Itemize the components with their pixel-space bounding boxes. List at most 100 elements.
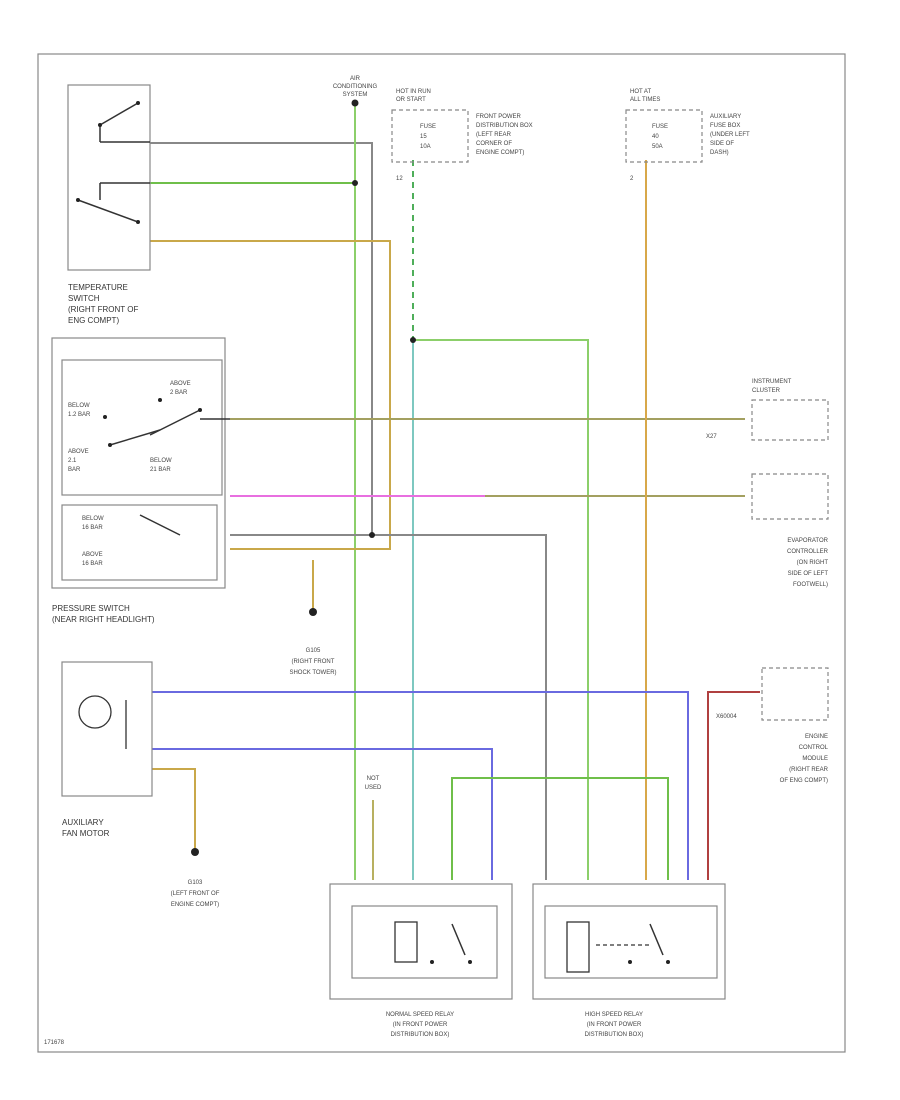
ground-g103-symbol: [191, 848, 199, 856]
g103-loc-2: ENGINE COMPT): [171, 902, 219, 908]
aux-fan-2: FAN MOTOR: [62, 829, 110, 838]
fuse-right-3: 50A: [652, 144, 663, 150]
footer-code: 171678: [44, 1040, 65, 1046]
above-bar-1: ABOVE: [170, 381, 191, 387]
temperature-switch: [67, 84, 151, 271]
hot-at-all-times-2: ALL TIMES: [630, 97, 660, 103]
fuse-left-loc-2: DISTRIBUTION BOX: [476, 123, 533, 129]
wire-green-relay-link: [451, 777, 669, 880]
normal-relay-inner: [351, 905, 498, 979]
fuse-left-2: 15: [420, 134, 427, 140]
temp-switch-label-2: SWITCH: [68, 294, 100, 303]
pressure-switch: [51, 337, 230, 589]
above-bar-2: 2 BAR: [170, 390, 188, 396]
fuse-right-loc-1: AUXILIARY: [710, 114, 741, 120]
ac-system-label-1: AIR: [350, 76, 361, 82]
instrument-cluster-2: CLUSTER: [752, 388, 781, 394]
high-relay-outer: [532, 883, 726, 1000]
ecm-1: ENGINE: [805, 734, 828, 740]
below-16-2: 16 BAR: [82, 525, 103, 531]
ground-g105-symbol: [309, 608, 317, 616]
below-12-2: 1.2 BAR: [68, 412, 91, 418]
high-relay-2: (IN FRONT POWER: [587, 1022, 642, 1028]
fuse-right-1: FUSE: [652, 124, 668, 130]
splice-dashed: [410, 337, 416, 343]
splices: [191, 99, 416, 856]
instrument-cluster-pin: X27: [706, 434, 717, 440]
aux-fan-motor-box: [61, 661, 153, 797]
wire-yellow-temp: [150, 240, 391, 550]
ac-system-label-2: CONDITIONING: [333, 84, 378, 90]
pin-2: 2: [630, 176, 634, 182]
pressure-switch-label-1: PRESSURE SWITCH: [52, 604, 130, 613]
wire-blue-bottom: [152, 748, 493, 880]
pressure-switch-lower: [61, 504, 218, 581]
wire-green-branch: [413, 339, 589, 880]
hot-at-all-times-1: HOT AT: [630, 89, 651, 95]
temp-switch-label-4: ENG COMPT): [68, 316, 119, 325]
high-relay-3: DISTRIBUTION BOX): [585, 1032, 644, 1038]
temp-switch-label-1: TEMPERATURE: [68, 283, 128, 292]
splice-ac: [351, 99, 359, 107]
aux-fan-1: AUXILIARY: [62, 818, 104, 827]
hot-in-run-1: HOT IN RUN: [396, 89, 431, 95]
high-speed-relay: [532, 883, 726, 1000]
above-16-2: 16 BAR: [82, 561, 103, 567]
normal-speed-relay: [329, 883, 513, 1000]
fuse-left-loc-1: FRONT POWER: [476, 114, 522, 120]
splice-green: [352, 180, 358, 186]
fuse-left-loc-3: (LEFT REAR: [476, 132, 512, 138]
fuse-right-loc-2: FUSE BOX: [710, 123, 740, 129]
g103-loc-1: (LEFT FRONT OF: [171, 891, 220, 897]
fuse-left-loc-4: CORNER OF: [476, 141, 512, 147]
temp-switch-label-3: (RIGHT FRONT OF: [68, 305, 138, 314]
ecm-3: MODULE: [802, 756, 828, 762]
below-21-1: BELOW: [150, 458, 172, 464]
below-16-1: BELOW: [82, 516, 104, 522]
above-2-1: ABOVE: [68, 449, 89, 455]
fuse-box-right: [625, 109, 703, 163]
below-21-2: 21 BAR: [150, 467, 171, 473]
evap-2: CONTROLLER: [787, 549, 829, 555]
pin-12: 12: [396, 176, 403, 182]
ac-system-label-3: SYSTEM: [343, 92, 368, 98]
above-16-1: ABOVE: [82, 552, 103, 558]
fan-motor-icon: [78, 695, 112, 729]
diagram-frame: [37, 53, 846, 1053]
fuse-left-3: 10A: [420, 144, 431, 150]
fuse-right-loc-5: DASH): [710, 150, 729, 156]
evap-4: SIDE OF LEFT: [788, 571, 829, 577]
wire-ground-g103: [152, 768, 196, 850]
aux-fan-motor: [61, 661, 153, 797]
splice-gray: [369, 532, 375, 538]
above-2-2: 2.1: [68, 458, 77, 464]
instrument-cluster-box: [751, 399, 829, 441]
pressure-switch-label-2: (NEAR RIGHT HEADLIGHT): [52, 615, 155, 624]
hot-in-run-2: OR START: [396, 97, 426, 103]
fuse-box-left: [391, 109, 469, 163]
high-relay-inner: [544, 905, 718, 979]
normal-relay-coil: [394, 921, 418, 963]
g103-id: G103: [188, 880, 203, 886]
pressure-switch-outer: [51, 337, 226, 589]
ecm-box: [761, 667, 829, 721]
wire-red-ecm: [707, 691, 760, 880]
ecm-pin: X60004: [716, 714, 737, 720]
fuse-left-loc-5: ENGINE COMPT): [476, 150, 524, 156]
above-2-3: BAR: [68, 467, 81, 473]
wire-gray-top: [150, 142, 373, 535]
normal-relay-1: NORMAL SPEED RELAY: [386, 1012, 454, 1018]
g105-id: G105: [306, 648, 321, 654]
temperature-switch-box: [67, 84, 151, 271]
evaporator-box: [751, 473, 829, 520]
evap-1: EVAPORATOR: [787, 538, 828, 544]
not-used-2: USED: [365, 785, 382, 791]
fuse-right-loc-3: (UNDER LEFT: [710, 132, 750, 138]
g105-loc-2: SHOCK TOWER): [289, 670, 336, 676]
ecm-5: OF ENG COMPT): [780, 778, 828, 784]
wires: [150, 103, 760, 880]
normal-relay-outer: [329, 883, 513, 1000]
fuse-right-2: 40: [652, 134, 659, 140]
wire-blue-top: [152, 691, 689, 880]
